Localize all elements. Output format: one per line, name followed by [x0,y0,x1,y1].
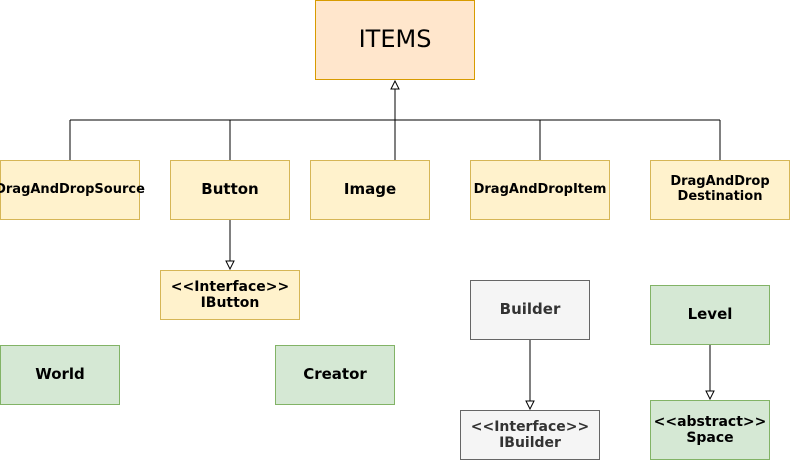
space-name: Space [686,430,734,446]
drag-and-drop-destination-label-line-1: DragAndDrop [670,174,770,190]
image-label: Image [343,180,397,199]
creator-label: Creator [303,365,367,384]
items-box: ITEMS [315,0,475,80]
button-box: Button [170,160,290,220]
world-box: World [0,345,120,405]
drag-and-drop-item-box: DragAndDropItem [470,160,610,220]
arrowhead-space [705,390,715,401]
button-label: Button [201,180,259,199]
drag-and-drop-destination-box: DragAndDrop Destination [650,160,790,220]
level-box: Level [650,285,770,345]
ibuilder-name: IBuilder [499,435,561,451]
drag-and-drop-destination-label-line-2: Destination [677,189,763,204]
arrowhead-ibuilder [525,400,535,411]
items-label: ITEMS [358,25,432,54]
ibuilder-stereotype: <<Interface>> [470,418,590,435]
ibuilder-box: <<Interface>> IBuilder [460,410,600,460]
ibutton-name: IButton [200,295,260,311]
inheritance-arrowhead-items [390,79,400,90]
space-stereotype: <<abstract>> [653,413,767,430]
space-box: <<abstract>> Space [650,400,770,460]
world-label: World [35,365,85,384]
image-box: Image [310,160,430,220]
level-label: Level [687,305,733,324]
creator-box: Creator [275,345,395,405]
builder-label: Builder [499,300,561,319]
builder-box: Builder [470,280,590,340]
arrowhead-ibutton [225,260,235,271]
drag-and-drop-source-box: DragAndDropSource [0,160,145,220]
ibutton-box: <<Interface>> IButton [160,270,300,320]
drag-and-drop-source-label: DragAndDropSource [0,181,145,197]
ibutton-stereotype: <<Interface>> [170,278,290,295]
drag-and-drop-item-label: DragAndDropItem [473,181,607,197]
